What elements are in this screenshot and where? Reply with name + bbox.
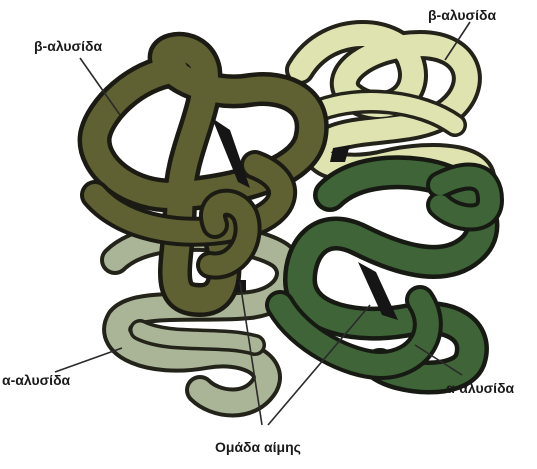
label-heme-group: Ομάδα αίμης [215,439,301,455]
label-alpha-chain-right: α-αλυσίδα [446,380,515,396]
leader-alpha-left [55,348,122,372]
label-beta-chain-left: β-αλυσίδα [34,38,102,54]
label-beta-chain-right: β-αλυσίδα [428,7,496,23]
label-alpha-chain-left: α-αλυσίδα [2,372,71,388]
alpha-chain-right [280,172,490,377]
